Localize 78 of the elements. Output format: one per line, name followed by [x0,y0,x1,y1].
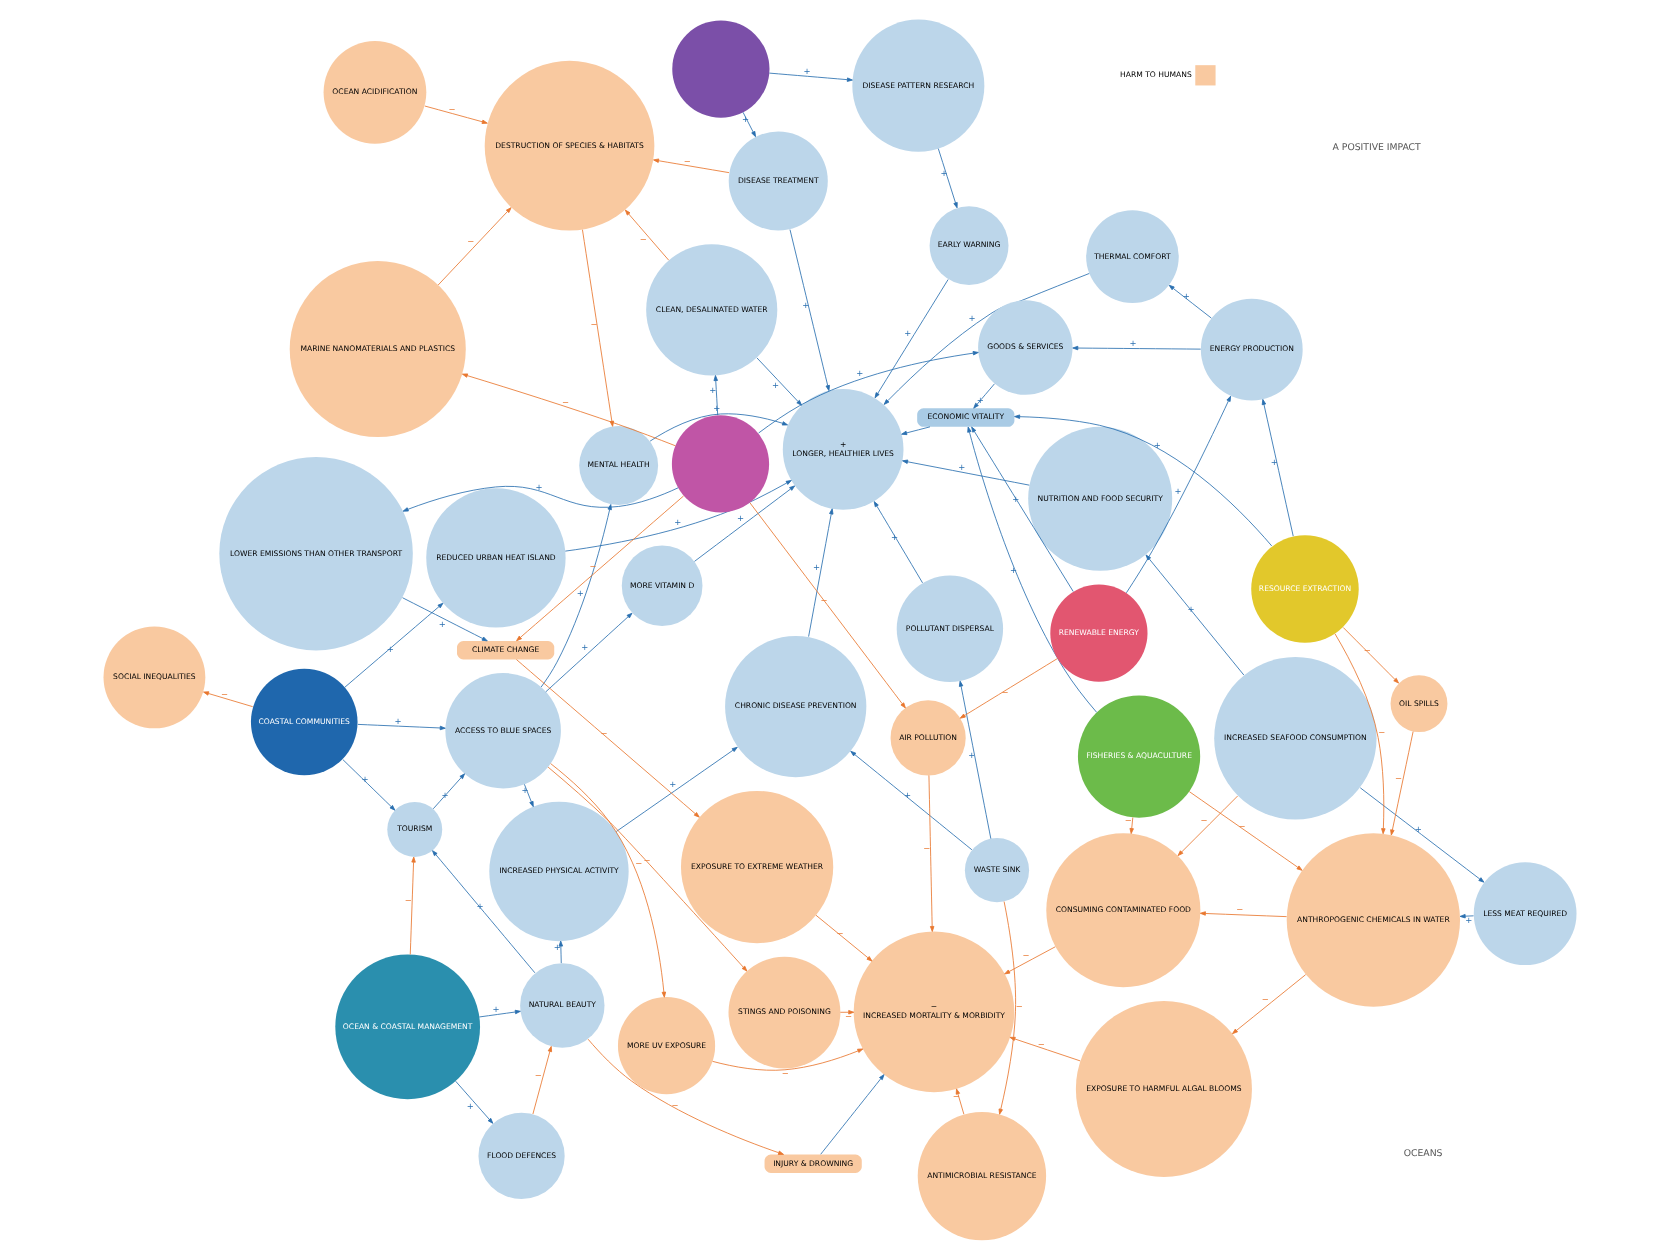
arrow [756,357,802,406]
arrow [1390,731,1414,836]
arrow [839,1010,855,1015]
arrow [694,485,796,562]
arrow [1188,791,1303,871]
arrow [432,850,536,974]
arrow [461,373,676,447]
arrow [883,273,1090,405]
arrow [357,723,446,731]
arrow [587,1038,784,1155]
arrow [649,413,788,442]
arrow [1126,395,1232,594]
arrow [712,1048,864,1071]
arrow [564,480,792,552]
arrow [1014,414,1273,547]
arrow [203,691,254,708]
arrow [1004,946,1056,975]
arrow [1168,284,1212,319]
arrow [928,775,935,932]
arrow [1177,795,1239,856]
arrow [958,680,992,840]
arrow [409,856,416,955]
arrow [937,148,958,209]
arrow [873,501,923,584]
arrow [959,658,1058,719]
arrow [820,1074,885,1155]
arrow [524,783,534,808]
arrow [742,111,756,138]
arrow [402,485,679,512]
arrow [1009,1036,1081,1062]
arrow [437,207,512,286]
arrow [615,746,738,832]
arrow [478,1009,521,1018]
arrow [1334,633,1386,835]
arrow [1072,345,1202,351]
arrow [532,1046,553,1115]
arrow [1261,399,1294,537]
arrow [789,229,830,392]
node-circle [672,20,770,118]
arrow [558,940,564,964]
arrow [1145,554,1245,676]
node-circle [671,415,770,513]
arrow [455,1080,494,1124]
arrow [901,426,931,436]
arrow [424,105,488,124]
arrow [550,763,667,998]
arrow [713,375,719,416]
arrow [653,158,730,174]
arrow [342,759,396,811]
arrow [973,383,995,409]
arrow [808,508,834,638]
arrow [758,351,979,434]
arrow [749,502,906,709]
arrow [540,504,612,688]
arrow [1459,914,1474,919]
arrow [582,229,615,427]
arrow [815,914,873,962]
arrow [1129,817,1134,834]
arrow [432,773,466,810]
arrow [967,426,1098,713]
arrow [516,659,700,818]
arrow [1232,974,1307,1035]
arrow [402,597,488,642]
arrow [545,612,633,693]
arrow [902,459,1030,486]
arrow [874,279,949,399]
arrow [955,1088,965,1115]
arrow [850,750,973,851]
arrow [971,426,1074,592]
arrow [1342,627,1399,684]
arrow [1199,911,1288,918]
arrow [547,766,748,972]
arrow [1359,787,1485,883]
arrow [344,602,444,688]
arrow [624,209,670,261]
arrow [516,495,684,642]
arrow [998,901,1017,1115]
arrow [769,72,853,82]
